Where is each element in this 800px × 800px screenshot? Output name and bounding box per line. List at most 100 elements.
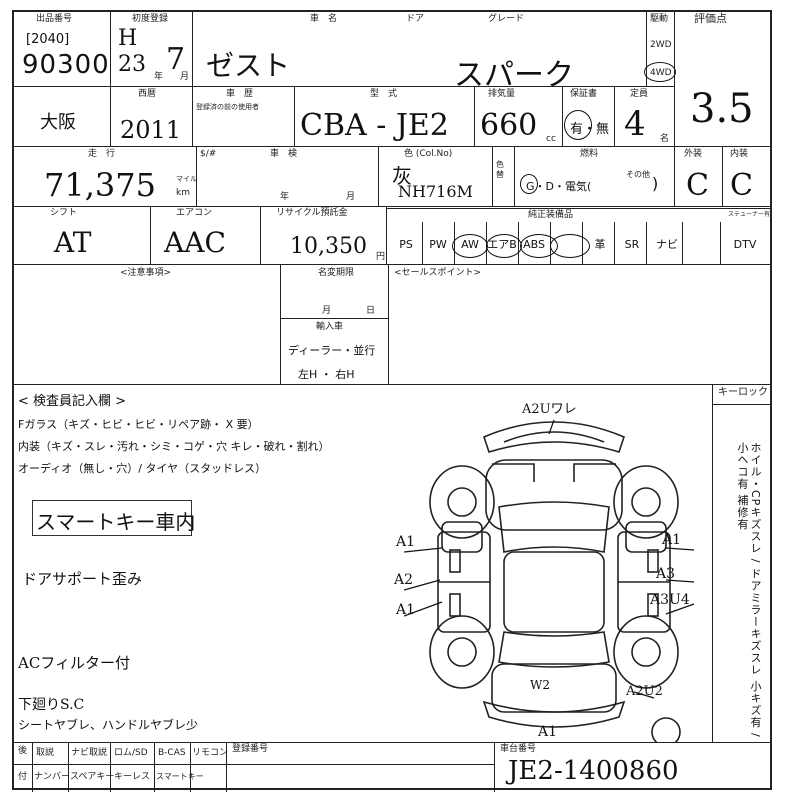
- smart-key: スマートキー車内: [36, 510, 196, 534]
- divider: [14, 742, 770, 743]
- divider: [14, 264, 770, 265]
- footer-label: ロム/SD: [114, 748, 148, 758]
- selected-circle: [486, 234, 522, 258]
- name-change-label: 名変期限: [318, 268, 355, 278]
- lot-no-code: [2040]: [26, 32, 70, 47]
- first-reg-year-unit: 年: [154, 72, 164, 82]
- divider: [614, 222, 615, 264]
- fuel-label: 燃料: [580, 149, 599, 159]
- selected-circle: [564, 110, 592, 140]
- note-door-support: ドアサポート歪み: [22, 570, 143, 588]
- exterior-label: 外装: [684, 149, 703, 159]
- roof: [503, 551, 605, 633]
- wheel: [447, 487, 477, 517]
- divider: [14, 764, 494, 765]
- selected-circle: [452, 234, 488, 258]
- divider: [68, 742, 69, 792]
- hood-line: [573, 463, 616, 482]
- divider: [388, 264, 389, 384]
- equip-label: 純正装備品: [528, 210, 574, 220]
- divider: [260, 206, 261, 264]
- divider: [154, 742, 155, 792]
- keylock-label: キーロック: [718, 387, 768, 398]
- month-unit: 月: [322, 306, 332, 316]
- divider: [494, 742, 495, 792]
- lot-no: 90300: [22, 50, 110, 80]
- smart-key-box: [32, 500, 192, 536]
- footer-label: ナビ取説: [71, 748, 108, 758]
- divider: [294, 86, 295, 146]
- rear-window: [498, 631, 610, 668]
- inspector-title: < 検査員記入欄 >: [18, 394, 127, 409]
- footer-label: 付: [18, 772, 28, 782]
- equip-dtv: DTV: [733, 238, 757, 251]
- recycle-label: リサイクル預託金: [276, 208, 348, 218]
- divider: [110, 86, 111, 146]
- note-ac-filter: ACフィルター付: [18, 654, 131, 672]
- warranty-label: 保証書: [570, 89, 598, 99]
- divider: [386, 208, 770, 209]
- footer-label: リモコン: [192, 748, 229, 758]
- selected-circle: [644, 62, 676, 82]
- footer-label: スペアキー: [70, 772, 115, 782]
- equip-navi: ナビ: [656, 238, 678, 251]
- rear-bumper: [482, 700, 626, 728]
- history-note: 登録済の前の使用者: [196, 103, 259, 111]
- equip-sunroof: SR: [624, 238, 640, 251]
- divider: [712, 384, 713, 742]
- import-options: ディーラー・並行: [288, 344, 376, 357]
- first-reg-era: H: [118, 26, 138, 51]
- score: 3.5: [690, 86, 754, 132]
- day-unit: 日: [366, 306, 376, 316]
- divider: [378, 146, 379, 206]
- tuner-label: ステューナー有: [728, 211, 771, 218]
- divider: [192, 86, 193, 146]
- handle-options: 左H ・ 右H: [298, 368, 355, 381]
- first-reg-label: 初度登録: [132, 14, 169, 24]
- footer-label: 後: [18, 746, 28, 756]
- equip-leather: 革: [594, 238, 606, 251]
- dollar-label: $/#: [200, 149, 217, 159]
- right-side-text: ホイル・CPキズスレ / ドアミラーキズスレ 小キズ有 / 小ヘコ有 補修有: [736, 442, 762, 738]
- divider: [226, 742, 227, 792]
- car-diagram: [404, 419, 695, 742]
- drive-label: 駆動: [650, 14, 669, 24]
- rear-left-wheel-arch: [429, 615, 495, 689]
- divider: [646, 12, 647, 86]
- divider: [386, 206, 387, 264]
- divider: [32, 742, 33, 792]
- ac-label: エアコン: [176, 208, 213, 218]
- selected-circle: [520, 174, 538, 194]
- capacity-unit: 名: [660, 134, 670, 144]
- car-name: ゼスト: [206, 49, 291, 82]
- interior: C: [730, 168, 753, 203]
- year: 2011: [120, 116, 182, 144]
- drive-2wd: 2WD: [650, 40, 672, 50]
- sales-point-label: <セールスポイント>: [394, 268, 482, 278]
- year-label: 西暦: [138, 89, 157, 99]
- footer-label: ナンバー: [34, 772, 71, 782]
- footer-label: B-CAS: [158, 748, 186, 758]
- mark-rear: W2: [530, 678, 550, 692]
- mileage: 71,375: [44, 166, 156, 204]
- chassis-number: JE2-1400860: [508, 756, 679, 786]
- divider: [674, 12, 675, 206]
- divider: [192, 12, 193, 86]
- inspection-month-unit: 月: [346, 192, 356, 202]
- mark-right1: A1: [662, 532, 682, 548]
- fuel-options: G・D・電気(: [526, 180, 592, 193]
- divider: [150, 206, 151, 264]
- divider: [712, 404, 770, 405]
- exterior: C: [686, 168, 709, 203]
- divider: [280, 318, 388, 319]
- yen-unit: 円: [376, 252, 386, 262]
- hood-front: [503, 431, 605, 443]
- divider: [514, 146, 515, 206]
- divider: [14, 206, 770, 207]
- notes-label: <注意事項>: [120, 268, 172, 278]
- score-label: 評価点: [694, 12, 727, 25]
- mark-right3: A3U4: [650, 592, 690, 608]
- displacement-label: 排気量: [488, 89, 516, 99]
- reg-no-label: 登録番号: [232, 744, 269, 754]
- divider: [190, 742, 191, 792]
